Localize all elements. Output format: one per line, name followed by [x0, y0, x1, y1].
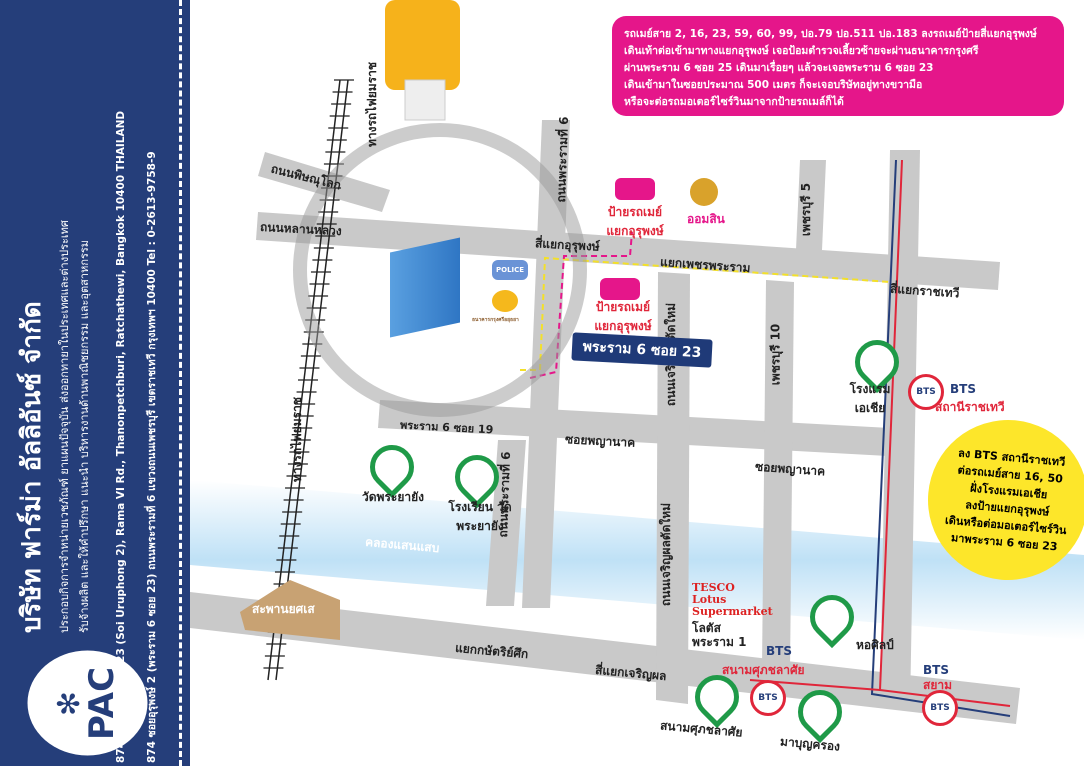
dashed-divider: [179, 0, 182, 766]
label-bts-ratchathewi: สถานีราชเทวี: [935, 400, 1005, 414]
label-lotus: โลตัส พระราม 1: [692, 621, 747, 649]
bts-logo-icon: BTS: [922, 690, 958, 726]
company-description-2: รับจ้างผลิต และให้คำปรึกษา แนะนำ บริหารง…: [78, 239, 91, 633]
address-thai: 874 ซอยอุรุพงษ์ 2 (พระราม 6 ซอย 23) ถนนพ…: [146, 151, 158, 763]
label-bts-1: BTS: [950, 382, 976, 396]
label-bridge: สะพานยศเส: [252, 602, 315, 616]
bus-directions-line: หรือจะต่อรถมอเตอร์ไซร์วินมาจากป้ายรถเมล์…: [624, 96, 844, 108]
bus-directions-line: เดินเท้าต่อเข้ามาทางแยกอุรุพงษ์ เจอป้อมต…: [624, 45, 979, 57]
road-rama6-soi19: [378, 400, 890, 456]
road-ratchathewi: [880, 150, 920, 710]
bts-logo-icon: BTS: [750, 680, 786, 716]
magnifier-ring: [293, 123, 587, 417]
label-hotel: โรงแรม เอเชีย: [849, 382, 891, 415]
label-rail-top: ทางรถไฟยมราช: [365, 61, 380, 148]
label-phaya-nak-1: ซอยพญานาค: [564, 432, 636, 450]
bridge: [240, 580, 340, 640]
company-description-1: ประกอบกิจการจำหน่ายเวชภัณฑ์ ยาแผนปัจจุบั…: [58, 220, 71, 633]
label-rama6-top: ถนนพระรามที่ 6: [554, 116, 572, 203]
label-school: โรงเรียน วัดพระยายัง: [448, 500, 512, 533]
company-name: บริษัท ฟาร์ม่า อัลลิอันซ์ จำกัด: [17, 301, 47, 633]
label-phetchaburi5: เพชรบุรี 5: [799, 182, 814, 237]
bus-icon: [600, 278, 640, 300]
label-bus-stop-1: ป้ายรถเมย์ แยกอุรุพงษ์: [606, 205, 664, 238]
company-sidebar: ✻PAC บริษัท ฟาร์ม่า อัลลิอันซ์ จำกัด ประ…: [0, 0, 190, 766]
bus-directions-line: ผ่านพระราม 6 ซอย 25 เดินมาเรื่อยๆ แล้วจะ…: [624, 62, 934, 74]
label-phetchaburi10: เพชรบุรี 10: [768, 323, 783, 386]
flower-icon: ✻: [52, 690, 88, 716]
bus-directions-line: เดินเข้ามาในซอยประมาณ 500 เมตร ก็จะเจอบร…: [624, 79, 923, 91]
label-rail-bottom: ทางรถไฟยมราช: [290, 396, 305, 483]
bus-icon: [615, 178, 655, 200]
label-uruphong: สี่แยกอุรุพงษ์: [534, 236, 601, 254]
label-gsb: ออมสิน: [687, 212, 725, 226]
gsb-logo-icon: [690, 178, 718, 206]
label-bacc: หอศิลป์: [856, 638, 894, 652]
magnifier-handle: [385, 0, 460, 90]
tesco-lotus-logo: TESCO Lotus Supermarket: [692, 581, 773, 618]
label-wat: วัดพระยายัง: [362, 490, 424, 504]
label-bts-2: BTS: [766, 644, 792, 658]
label-krungsri: ธนาคารกรุงศรีอยุธยา: [472, 317, 519, 323]
label-bts-stadium: สนามศุภชลาศัย: [722, 663, 805, 677]
bts-line-blue: [870, 159, 1011, 717]
bus-directions-line: รถเมย์สาย 2, 16, 23, 59, 60, 99, ปอ.79 ป…: [624, 28, 1037, 40]
label-bts-3: BTS: [923, 663, 949, 677]
road-phetchaburi10: [762, 280, 794, 670]
canal: [190, 480, 1084, 640]
label-bus-stop-2: ป้ายรถเมย์ แยกอุรุพงษ์: [594, 300, 652, 333]
bts-logo-icon: BTS: [908, 374, 944, 410]
pac-logo: ✻PAC: [27, 650, 148, 756]
walking-route-pink: [529, 231, 633, 379]
road-phetchaburi5: [796, 160, 826, 250]
road-charoenphon: [656, 272, 690, 704]
krungsri-logo-icon: [492, 290, 518, 312]
road-lan-luang: [256, 212, 1000, 290]
label-bts-siam: สยาม: [923, 678, 953, 692]
address-english: 874 Soi Rama VI 23 (Soi Uruphong 2), Ram…: [115, 110, 127, 763]
location-map: ทางรถไฟยมราช ทางรถไฟยมราช ถนนพิษณุโลก ถน…: [190, 0, 1084, 766]
bus-directions-callout: รถเมย์สาย 2, 16, 23, 59, 60, 99, ปอ.79 ป…: [612, 16, 1064, 116]
office-building-icon: [390, 237, 460, 338]
police-car-icon: POLICE: [492, 260, 529, 280]
label-charoenphon-bottom: ถนนเจริญผลตัดใหม่: [659, 502, 674, 607]
